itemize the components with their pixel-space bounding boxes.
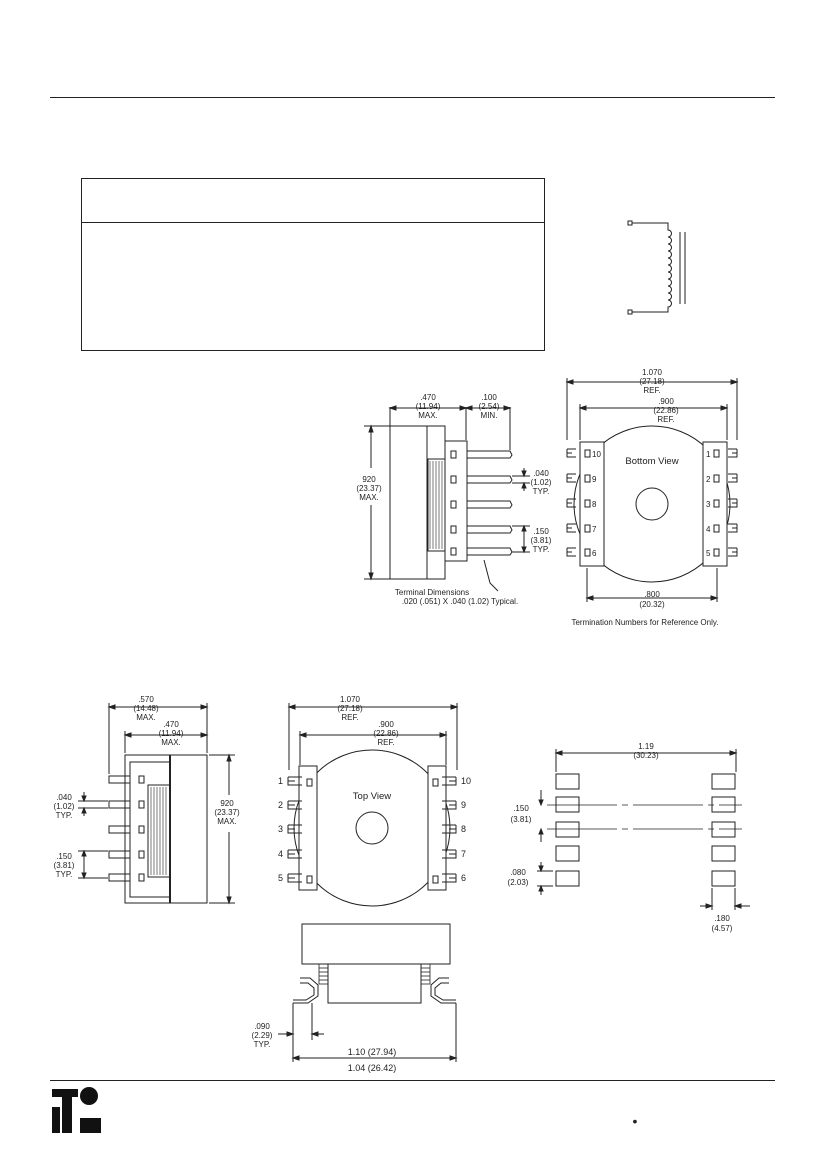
bottom-view [565, 378, 739, 602]
side-term-w-mm: (1.02) [531, 478, 552, 487]
top-right-pin: 7 [461, 849, 466, 859]
footprint-span-mm: (30.23) [633, 751, 659, 760]
front-min-width: 1.04 (26.42) [348, 1063, 397, 1073]
side2-pitch-note: TYP. [56, 870, 73, 879]
side2-term-w-note: TYP. [56, 811, 73, 820]
side2-term-w-mm: (1.02) [54, 802, 75, 811]
bottom-span-note: REF. [657, 415, 674, 424]
pcb-footprint [537, 749, 750, 910]
top-overall-note: REF. [341, 713, 358, 722]
side-height-mm: (23.37) [356, 484, 382, 493]
side2-width-note: MAX. [161, 738, 181, 747]
top-span-mm: (22.86) [373, 729, 399, 738]
bottom-span-mm: (22.86) [653, 406, 679, 415]
side2-height-in: 920 [220, 799, 234, 808]
side2-width-in: .470 [163, 720, 179, 729]
footprint-pitch-in: .150 [513, 804, 529, 813]
bottom-body-mm: (20.32) [639, 600, 665, 609]
bottom-left-pin: 6 [592, 549, 597, 558]
bottom-right-pin: 4 [706, 525, 711, 534]
side-width-note: MAX. [418, 411, 438, 420]
top-left-pin: 5 [278, 873, 283, 883]
bottom-right-pin: 1 [706, 450, 711, 459]
bottom-span-in: .900 [658, 397, 674, 406]
bottom-left-pin: 9 [592, 475, 597, 484]
top-overall-mm: (27.18) [337, 704, 363, 713]
front-lead-mm: (2.29) [252, 1031, 273, 1040]
bottom-right-pin: 2 [706, 475, 711, 484]
side-width-mm: (11.94) [416, 402, 441, 411]
bottom-overall-note: REF. [643, 386, 660, 395]
side2-term-w-in: .040 [56, 793, 72, 802]
specification-table [81, 178, 545, 351]
footprint-pad-w-mm: (4.57) [712, 924, 733, 933]
side-view-upper [364, 405, 530, 592]
side-pin-in: .100 [481, 393, 497, 402]
top-left-pin: 3 [278, 824, 283, 834]
footer-rule [50, 1080, 775, 1081]
front-max-width: 1.10 (27.94) [348, 1047, 397, 1057]
bottom-overall-mm: (27.18) [639, 377, 665, 386]
bottom-overall-in: 1.070 [642, 368, 663, 377]
top-span-in: .900 [378, 720, 394, 729]
top-left-pin: 1 [278, 776, 283, 786]
top-right-pin: 8 [461, 824, 466, 834]
side-term-w-note: TYP. [533, 487, 550, 496]
side2-overall-mm: (14.48) [133, 704, 159, 713]
footprint-pad-h-in: .080 [510, 868, 526, 877]
top-left-pin: 4 [278, 849, 283, 859]
front-lead-note: TYP. [254, 1040, 271, 1049]
footprint-span-in: 1.19 [638, 742, 654, 751]
side2-overall-in: .570 [138, 695, 154, 704]
side2-overall-note: MAX. [136, 713, 156, 722]
schematic-symbol [627, 220, 686, 315]
bottom-left-pin: 8 [592, 500, 597, 509]
side-pin-mm: (2.54) [479, 402, 500, 411]
bottom-left-pin: 10 [592, 450, 601, 459]
terminal-caption-2: .020 (.051) X .040 (1.02) Typical. [402, 597, 518, 606]
top-overall-in: 1.070 [340, 695, 361, 704]
top-view-title: Top View [353, 791, 392, 802]
side2-pitch-mm: (3.81) [54, 861, 75, 870]
side2-pitch-in: .150 [56, 852, 72, 861]
terminal-caption-1: Terminal Dimensions [395, 588, 469, 597]
top-view [287, 703, 459, 907]
footprint-pitch-mm: (3.81) [511, 815, 532, 824]
side2-width-mm: (11.94) [159, 729, 184, 738]
side-height-in: 920 [362, 475, 376, 484]
side-term-w-in: .040 [533, 469, 549, 478]
side-height-note: MAX. [359, 493, 379, 502]
side-view-lower [78, 703, 235, 905]
footer-bullet: • [633, 1113, 638, 1129]
bottom-right-pin: 5 [706, 549, 711, 558]
side-width-in: .470 [420, 393, 436, 402]
bottom-right-pin: 3 [706, 500, 711, 509]
side-pitch-note: TYP. [533, 545, 550, 554]
footprint-pad-h-mm: (2.03) [508, 878, 529, 887]
side2-height-note: MAX. [217, 817, 237, 826]
side2-height-mm: (23.37) [214, 808, 240, 817]
top-right-pin: 10 [461, 776, 471, 786]
side-pin-note: MIN. [481, 411, 498, 420]
top-left-pin: 2 [278, 800, 283, 810]
bottom-left-pin: 7 [592, 525, 597, 534]
top-right-pin: 6 [461, 873, 466, 883]
top-right-pin: 9 [461, 800, 466, 810]
front-lead-in: .090 [254, 1022, 270, 1031]
termination-note: Termination Numbers for Reference Only. [571, 618, 718, 627]
front-view [278, 923, 458, 1062]
top-span-note: REF. [377, 738, 394, 747]
side-pitch-in: .150 [533, 527, 549, 536]
specification-table-header-divider [82, 222, 544, 223]
side-pitch-mm: (3.81) [531, 536, 552, 545]
footprint-pad-w-in: .180 [714, 914, 730, 923]
header-rule [50, 97, 775, 98]
bottom-body-in: .800 [644, 590, 660, 599]
bottom-view-title: Bottom View [625, 456, 678, 467]
company-logo [52, 1087, 101, 1133]
